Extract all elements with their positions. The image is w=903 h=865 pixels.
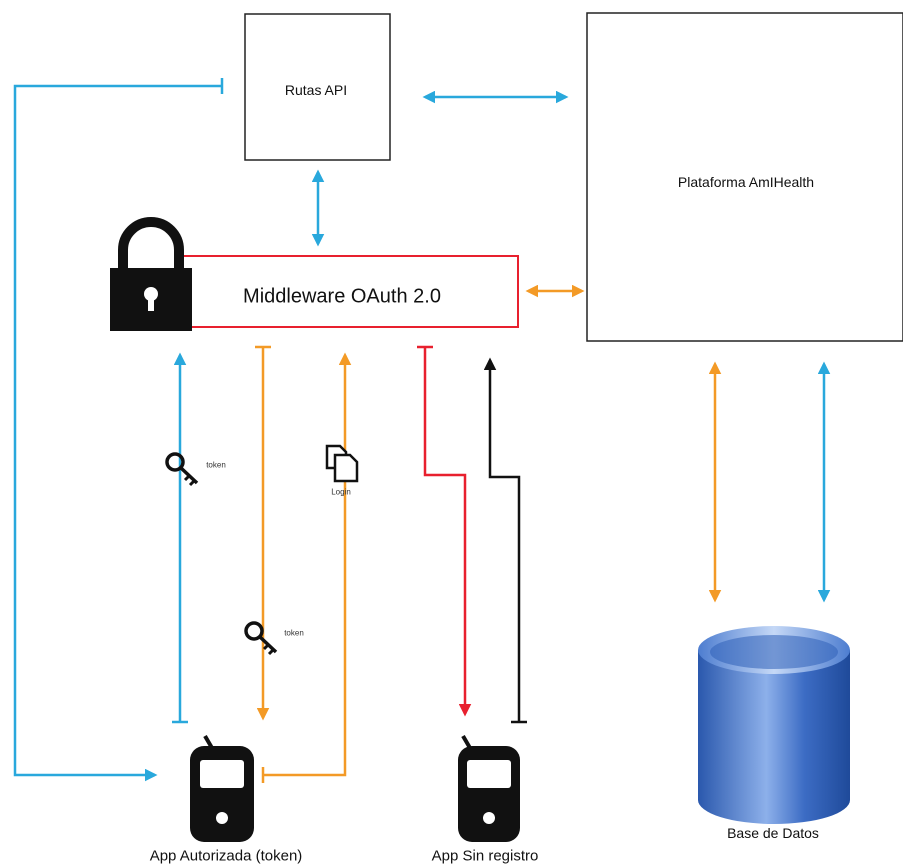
reject-arrow bbox=[417, 345, 472, 717]
rutas-api-label: Rutas API bbox=[284, 82, 348, 98]
token-annotation: token bbox=[206, 460, 226, 470]
database-icon bbox=[698, 626, 850, 824]
key-icon bbox=[165, 452, 199, 487]
key-icon bbox=[244, 621, 278, 656]
plataforma-label: Plataforma AmIHealth bbox=[677, 174, 815, 190]
mobile-phone-icon bbox=[190, 734, 254, 842]
app-sin-registro-label: App Sin registro bbox=[431, 847, 539, 865]
unregistered-request-arrow bbox=[483, 357, 527, 724]
mobile-phone-icon bbox=[458, 734, 520, 842]
token-response-arrow bbox=[255, 345, 271, 721]
document-copy-icon bbox=[325, 444, 359, 483]
token-request-arrow bbox=[172, 352, 188, 724]
plataforma-box bbox=[586, 12, 903, 342]
token-annotation: token bbox=[284, 628, 304, 638]
base-de-datos-label: Base de Datos bbox=[727, 825, 819, 841]
lock-icon bbox=[110, 217, 192, 331]
rutas-api-box bbox=[244, 13, 391, 161]
middleware-label: Middleware OAuth 2.0 bbox=[243, 285, 441, 308]
login-annotation: Login bbox=[331, 487, 351, 497]
app-autorizada-label: App Autorizada (token) bbox=[149, 847, 303, 865]
middleware-box bbox=[179, 255, 519, 328]
blue-route-connector bbox=[13, 78, 224, 782]
login-arrow bbox=[261, 352, 352, 783]
